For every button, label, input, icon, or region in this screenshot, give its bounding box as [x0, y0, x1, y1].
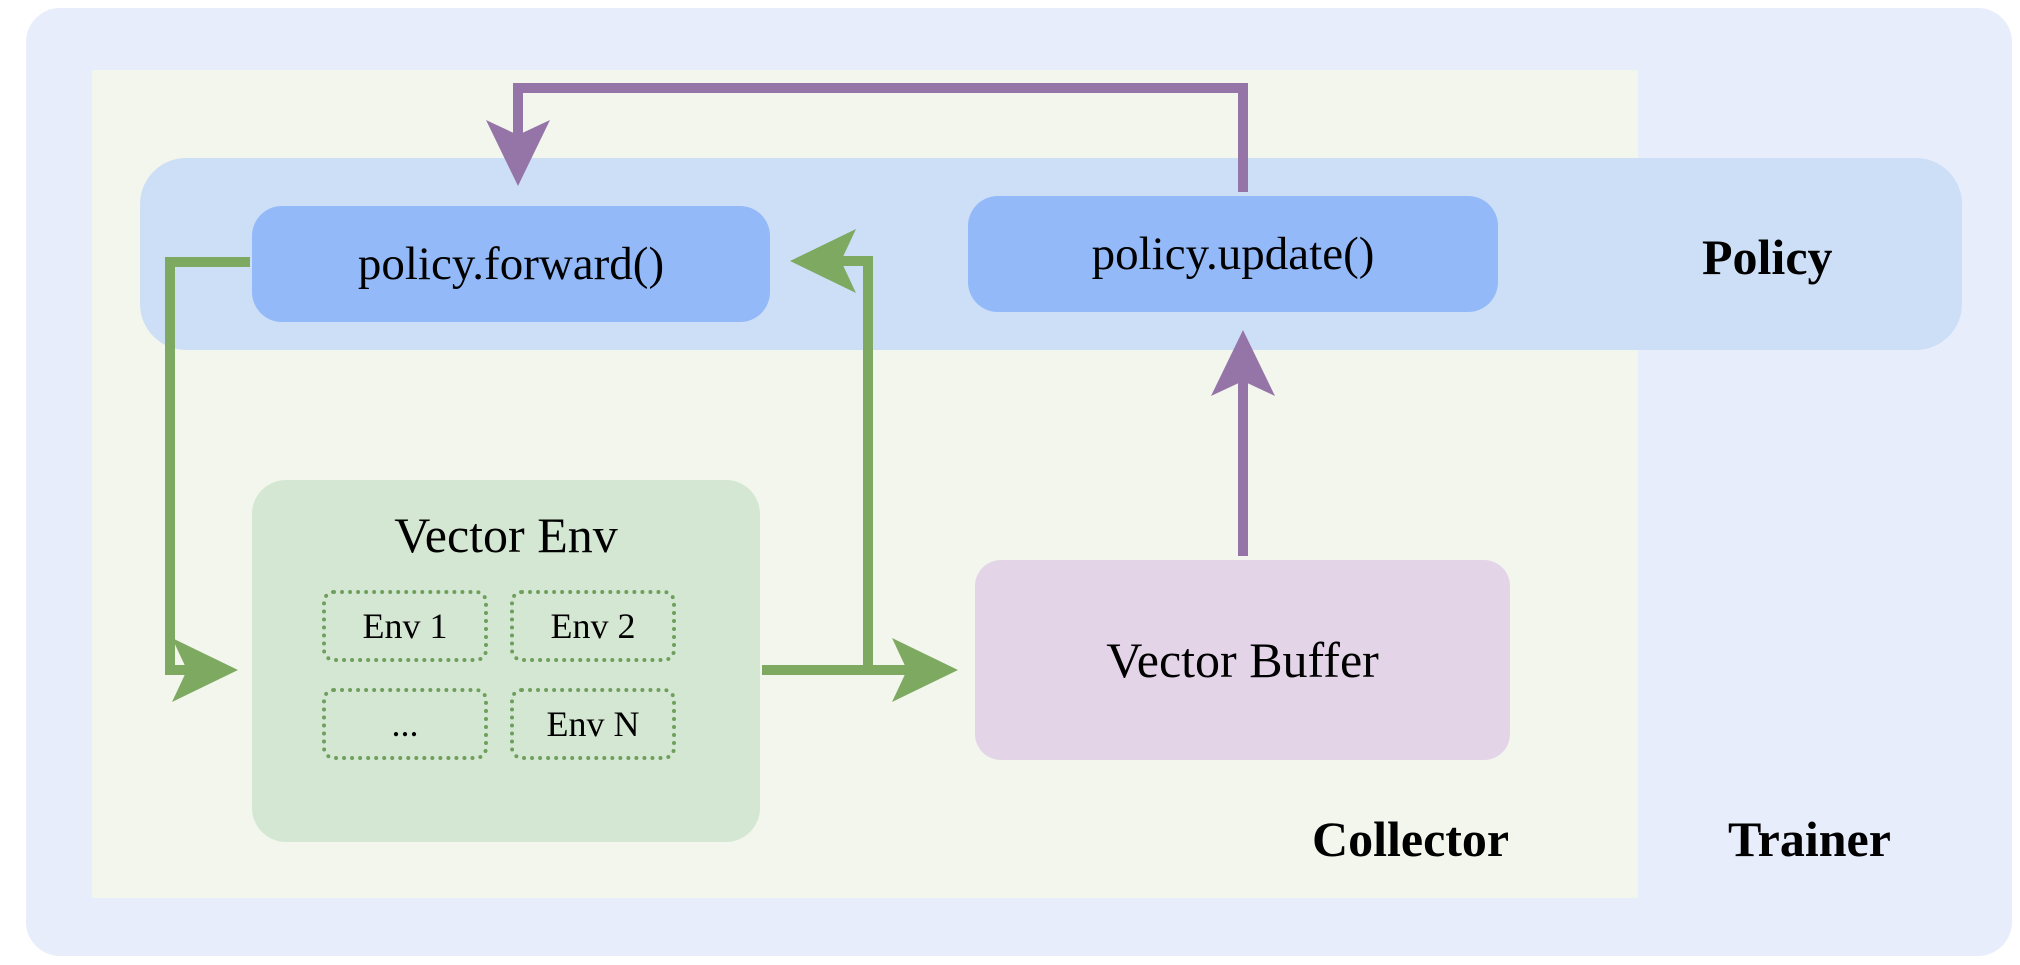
vector-env-title: Vector Env	[394, 507, 618, 563]
node-vector-buffer[interactable]: Vector Buffer	[975, 560, 1510, 760]
node-policy-forward[interactable]: policy.forward()	[252, 206, 770, 322]
env-grid: Env 1 Env 2 ... Env N	[322, 590, 702, 760]
env-cell-ellipsis[interactable]: ...	[322, 688, 488, 760]
vector-env-container: Vector Env Env 1 Env 2 ... Env N	[252, 480, 760, 842]
env-cell-2[interactable]: Env 2	[510, 590, 676, 662]
env-cell-1[interactable]: Env 1	[322, 590, 488, 662]
label-policy: Policy	[1702, 229, 1833, 285]
env-cell-n[interactable]: Env N	[510, 688, 676, 760]
node-policy-update[interactable]: policy.update()	[968, 196, 1498, 312]
label-trainer: Trainer	[1728, 811, 1891, 867]
label-collector: Collector	[1312, 811, 1510, 867]
